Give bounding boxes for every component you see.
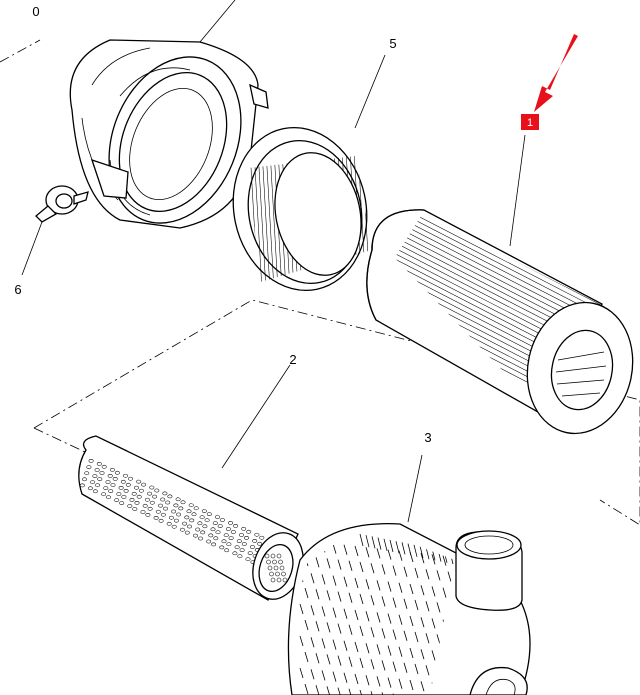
clamp-part [21,185,89,276]
safety-filter-part [78,364,304,601]
part-label-3: 3 [424,430,431,445]
highlight-arrow [534,34,578,112]
part-label-1: 1 [527,117,533,129]
housing-cover-part [69,0,269,229]
housing-part [287,454,531,695]
part-label-2: 2 [289,352,296,367]
part-label-0: 0 [32,4,39,19]
highlight-badge [521,114,539,130]
part-label-6: 6 [14,282,21,297]
part-label-5: 5 [389,36,396,51]
primary-filter-part [366,134,634,435]
